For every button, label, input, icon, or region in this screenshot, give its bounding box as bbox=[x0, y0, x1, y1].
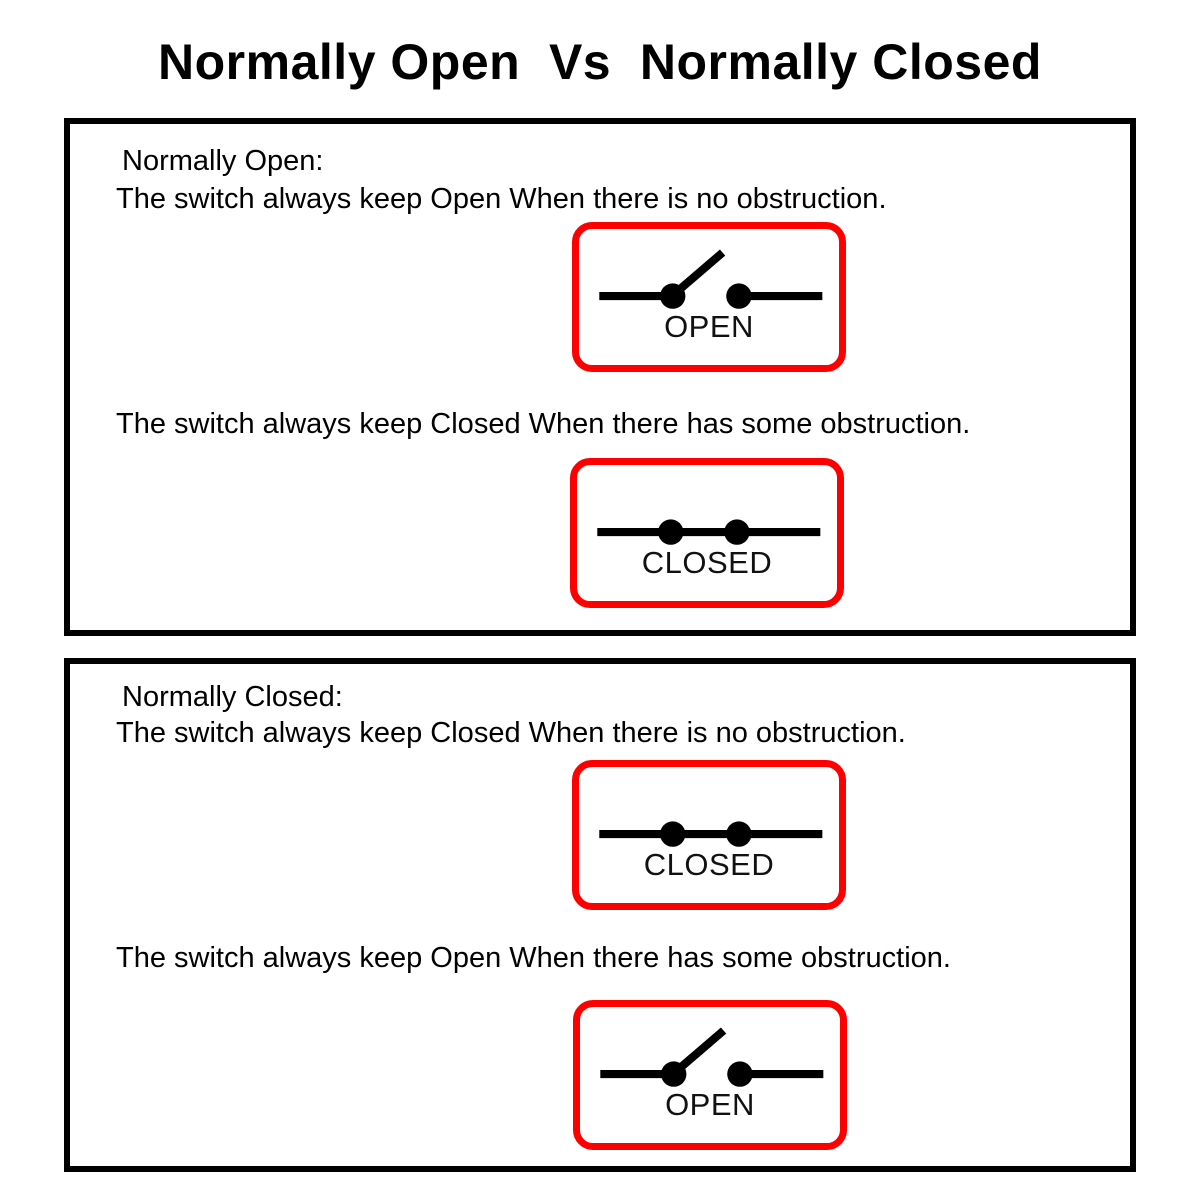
switch-closed-icon bbox=[599, 821, 823, 847]
switch-symbol-open-box: OPEN bbox=[573, 1000, 847, 1150]
switch-symbol-closed-box: CLOSED bbox=[572, 760, 846, 910]
switch-open-icon bbox=[600, 1027, 824, 1087]
normally-open-heading: Normally Open: bbox=[122, 145, 324, 177]
switch-open-icon bbox=[599, 249, 823, 309]
switch-symbol-open-box: OPEN bbox=[572, 222, 846, 372]
normally-open-description-no-obstruction: The switch always keep Open When there i… bbox=[116, 183, 887, 215]
normally-open-description-with-obstruction: The switch always keep Closed When there… bbox=[116, 408, 971, 440]
panel-normally-closed: Normally Closed: The switch always keep … bbox=[64, 658, 1136, 1172]
switch-symbol-label: CLOSED bbox=[643, 847, 775, 882]
page-title: Normally Open Vs Normally Closed bbox=[158, 34, 1042, 90]
switch-closed-icon bbox=[597, 519, 821, 545]
panel-normally-closed-content: Normally Closed: The switch always keep … bbox=[70, 664, 1130, 1166]
switch-symbol-label: OPEN bbox=[665, 1087, 755, 1122]
switch-symbol-label: OPEN bbox=[664, 309, 754, 344]
panel-normally-open: Normally Open: The switch always keep Op… bbox=[64, 118, 1136, 636]
switch-symbol-label: CLOSED bbox=[641, 545, 773, 580]
panel-normally-open-content: Normally Open: The switch always keep Op… bbox=[70, 124, 1130, 630]
normally-closed-description-with-obstruction: The switch always keep Open When there h… bbox=[116, 942, 951, 974]
normally-closed-heading: Normally Closed: bbox=[122, 681, 343, 713]
normally-closed-description-no-obstruction: The switch always keep Closed When there… bbox=[116, 717, 906, 749]
switch-symbol-closed-box: CLOSED bbox=[570, 458, 844, 608]
